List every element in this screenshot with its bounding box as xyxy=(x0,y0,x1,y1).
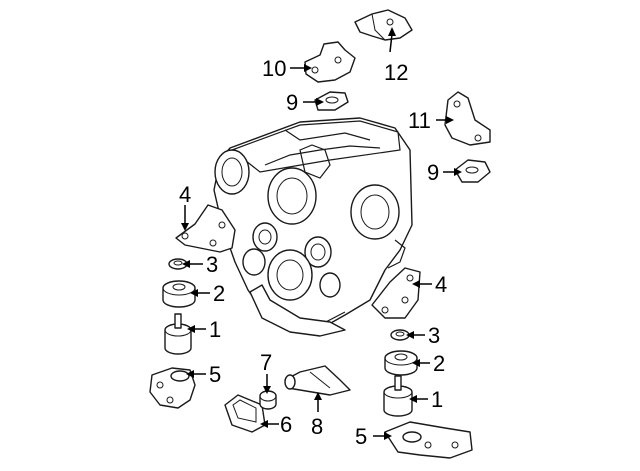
callout-1-left: 1 xyxy=(209,317,221,342)
callout-4-right: 4 xyxy=(435,272,447,297)
part-5-bracket-left xyxy=(149,367,196,409)
callout-2-right: 2 xyxy=(433,351,445,376)
part-11-bracket xyxy=(444,91,491,146)
callout-3-right: 3 xyxy=(428,323,440,348)
part-3-washer-left xyxy=(168,258,188,270)
callout-5-right: 5 xyxy=(355,424,367,449)
part-3-washer-right xyxy=(390,329,410,341)
callout-5-left: 5 xyxy=(209,362,221,387)
part-5-bracket-right xyxy=(384,421,473,459)
callout-3-left: 3 xyxy=(206,252,218,277)
part-1-mount-left xyxy=(164,313,192,355)
part-2-insulator-right xyxy=(384,350,418,376)
callout-7: 7 xyxy=(260,350,272,375)
part-1-mount-right xyxy=(383,375,413,417)
callout-9-upper: 9 xyxy=(286,90,298,115)
part-6-pad xyxy=(224,394,266,433)
callout-11: 11 xyxy=(408,108,431,133)
callout-4-left: 4 xyxy=(179,182,191,207)
callout-10: 10 xyxy=(262,56,286,81)
callout-8: 8 xyxy=(311,414,323,439)
part-9-mount-right xyxy=(454,159,491,183)
callout-arrows xyxy=(181,27,462,440)
part-12-bracket xyxy=(354,9,413,41)
callout-2-left: 2 xyxy=(213,281,225,306)
callout-1-right: 1 xyxy=(431,387,443,412)
part-9-mount-upper xyxy=(314,91,349,111)
callout-12: 12 xyxy=(384,60,408,85)
part-10-bracket xyxy=(304,41,356,83)
part-7-bushing xyxy=(259,390,277,410)
callout-6: 6 xyxy=(280,412,292,437)
callout-9-right: 9 xyxy=(427,160,439,185)
part-4-bracket-left xyxy=(175,204,236,253)
part-2-insulator-left xyxy=(162,280,196,308)
part-8-rod xyxy=(284,365,351,396)
engine-assembly xyxy=(213,117,413,337)
